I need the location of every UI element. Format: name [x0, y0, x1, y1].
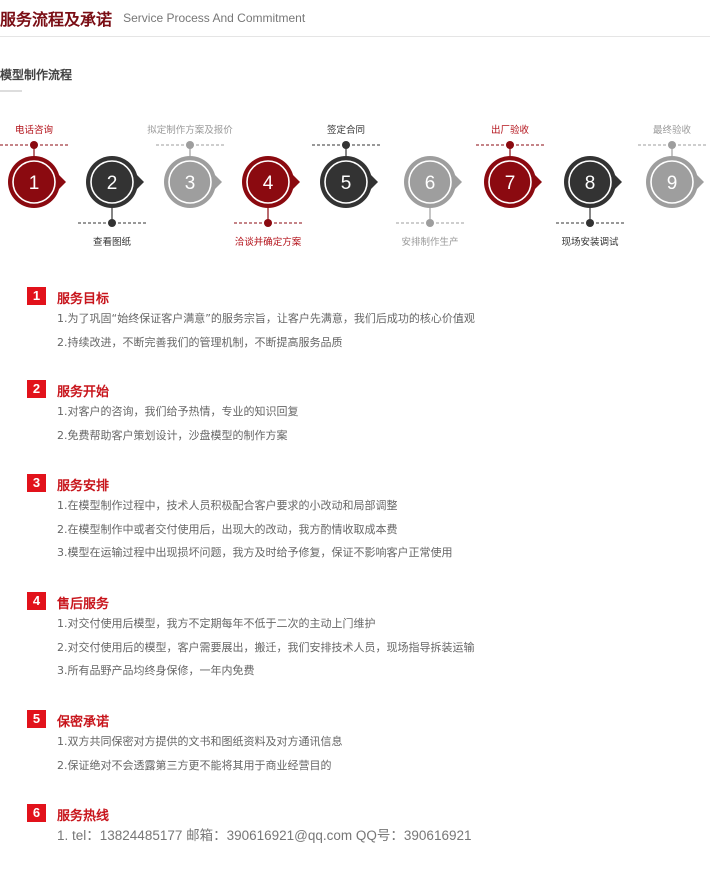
step-circle-ring — [90, 160, 134, 204]
section-number-badge: 6 — [27, 804, 46, 822]
section-number-badge: 4 — [27, 592, 46, 610]
process-title: 模型制作流程 — [0, 68, 73, 82]
step-number: 2 — [107, 173, 118, 194]
step-circle-outer — [242, 156, 294, 208]
section-line: 1.在模型制作过程中，技术人员积极配合客户要求的小改动和局部调整 — [57, 499, 398, 512]
header-divider — [0, 36, 710, 37]
process-flow: 1 2 3 4 5 6 7 8 9 电话咨询查看图纸 拟定制作方案及报价洽谈并确定方案 签定合同安排… — [0, 110, 710, 250]
step-number: 4 — [263, 173, 274, 194]
section-line: 1.对客户的咨询，我们给予热情，专业的知识回复 — [57, 405, 299, 418]
section-line: 1.双方共同保密对方提供的文书和图纸资料及对方通讯信息 — [57, 735, 343, 748]
process-title-underline — [0, 90, 22, 92]
step-label: 签定合同 — [326, 125, 366, 136]
section-number-badge: 3 — [27, 474, 46, 492]
section-1: 1 服务目标 1.为了巩固“始终保证客户满意”的服务宗旨，让客户先满意，我们后成功的… — [27, 287, 475, 354]
step-dot — [108, 219, 116, 227]
step-circle-outer — [484, 156, 536, 208]
section-title: 服务安排 — [57, 479, 110, 494]
section-header: 5 保密承诺 — [27, 710, 343, 730]
section-line: 2.持续改进，不断完善我们的管理机制，不断提高服务品质 — [57, 335, 343, 349]
section-header: 3 服务安排 — [27, 474, 453, 494]
step-number: 5 — [341, 173, 352, 194]
section-title: 保密承诺 — [57, 715, 110, 730]
page-header: 服务流程及承诺 Service Process And Commitment — [0, 6, 305, 30]
step-circle-outer — [320, 156, 372, 208]
step-label: 查看图纸 — [92, 237, 132, 248]
step-circle-ring — [408, 160, 452, 204]
step-circle-outer — [164, 156, 216, 208]
section-6: 6 服务热线 1. tel：13824485177 邮箱：390616921@qq.… — [27, 804, 471, 848]
section-line: 2.对交付使用后的模型，客户需要展出，搬迁，我们安排技术人员，现场指导拆装运输 — [57, 640, 475, 654]
step-label: 拟定制作方案及报价 — [147, 125, 233, 136]
process-step-1: 1 — [0, 141, 68, 208]
step-label: 出厂验收 — [490, 125, 530, 136]
step-dot — [426, 219, 434, 227]
process-step-3: 3 — [156, 141, 224, 208]
section-title: 服务热线 — [57, 809, 110, 824]
step-circle-ring — [324, 160, 368, 204]
section-line: 2.保证绝对不会透露第三方更不能将其用于商业经营目的 — [57, 758, 332, 772]
step-circle-ring — [246, 160, 290, 204]
section-5: 5 保密承诺 1.双方共同保密对方提供的文书和图纸资料及对方通讯信息 2.保证绝对不会… — [27, 710, 343, 777]
step-circle-outer — [404, 156, 456, 208]
section-2: 2 服务开始 1.对客户的咨询，我们给予热情，专业的知识回复 2.免费帮助客户策划设计… — [27, 380, 299, 447]
process-step-4: 4 — [234, 156, 302, 227]
section-line: 2.在模型制作中或者交付使用后，出现大的改动，我方酌情收取成本费 — [57, 522, 398, 536]
section-title: 售后服务 — [57, 597, 110, 612]
section-header: 4 售后服务 — [27, 592, 475, 612]
step-label: 电话咨询 — [14, 125, 54, 136]
step-circle-outer — [564, 156, 616, 208]
process-flow-graphic: 1 2 3 4 5 6 7 8 9 — [0, 141, 706, 227]
section-number-badge: 2 — [27, 380, 46, 398]
section-line: 3.模型在运输过程中出现损坏问题，我方及时给予修复，保证不影响客户正常使用 — [57, 546, 453, 559]
section-3: 3 服务安排 1.在模型制作过程中，技术人员积极配合客户要求的小改动和局部调整 2.在… — [27, 474, 453, 565]
process-step-2: 2 — [78, 156, 146, 227]
step-circle-ring — [568, 160, 612, 204]
step-circle-outer — [646, 156, 698, 208]
step-dot — [506, 141, 514, 149]
process-step-5: 5 — [312, 141, 380, 208]
page-subtitle-en: Service Process And Commitment — [123, 11, 306, 25]
section-title: 服务开始 — [57, 385, 110, 400]
process-step-7: 7 — [476, 141, 544, 208]
step-circle-ring — [488, 160, 532, 204]
step-dot — [668, 141, 676, 149]
section-title: 服务目标 — [57, 292, 110, 307]
step-dot — [264, 219, 272, 227]
process-step-8: 8 — [556, 156, 624, 227]
step-number: 1 — [29, 173, 40, 194]
section-line: 1.对交付使用后模型，我方不定期每年不低于二次的主动上门维护 — [57, 617, 376, 630]
step-circle-outer — [86, 156, 138, 208]
section-header: 6 服务热线 — [27, 804, 471, 824]
step-number: 9 — [667, 173, 678, 194]
section-number-badge: 1 — [27, 287, 46, 305]
section-line: 3.所有品野产品均终身保修，一年内免费 — [57, 664, 255, 677]
step-number: 8 — [585, 173, 596, 194]
section-4: 4 售后服务 1.对交付使用后模型，我方不定期每年不低于二次的主动上门维护 2.对交付… — [27, 592, 475, 683]
step-circle-ring — [168, 160, 212, 204]
step-dot — [342, 141, 350, 149]
step-number: 7 — [505, 173, 516, 194]
step-dot — [586, 219, 594, 227]
step-dot — [186, 141, 194, 149]
step-label: 现场安装调试 — [561, 237, 619, 248]
section-line: 2.免费帮助客户策划设计，沙盘模型的制作方案 — [57, 428, 288, 442]
section-header: 1 服务目标 — [27, 287, 475, 307]
step-label: 洽谈并确定方案 — [234, 237, 302, 248]
step-label: 安排制作生产 — [401, 237, 459, 248]
step-dot — [30, 141, 38, 149]
section-number-badge: 5 — [27, 710, 46, 728]
process-step-9: 9 — [638, 141, 706, 208]
step-number: 3 — [185, 173, 196, 194]
page-title: 服务流程及承诺 — [0, 10, 113, 29]
step-number: 6 — [425, 173, 436, 194]
step-label: 最终验收 — [652, 125, 692, 136]
section-line: 1.为了巩固“始终保证客户满意”的服务宗旨，让客户先满意，我们后成功的核心价值观 — [57, 312, 475, 325]
section-header: 2 服务开始 — [27, 380, 299, 400]
step-circle-outer — [8, 156, 60, 208]
step-circle-ring — [650, 160, 694, 204]
process-step-6: 6 — [396, 156, 464, 227]
step-circle-ring — [12, 160, 56, 204]
section-line: 1. tel：13824485177 邮箱：390616921@qq.com Q… — [57, 828, 472, 843]
